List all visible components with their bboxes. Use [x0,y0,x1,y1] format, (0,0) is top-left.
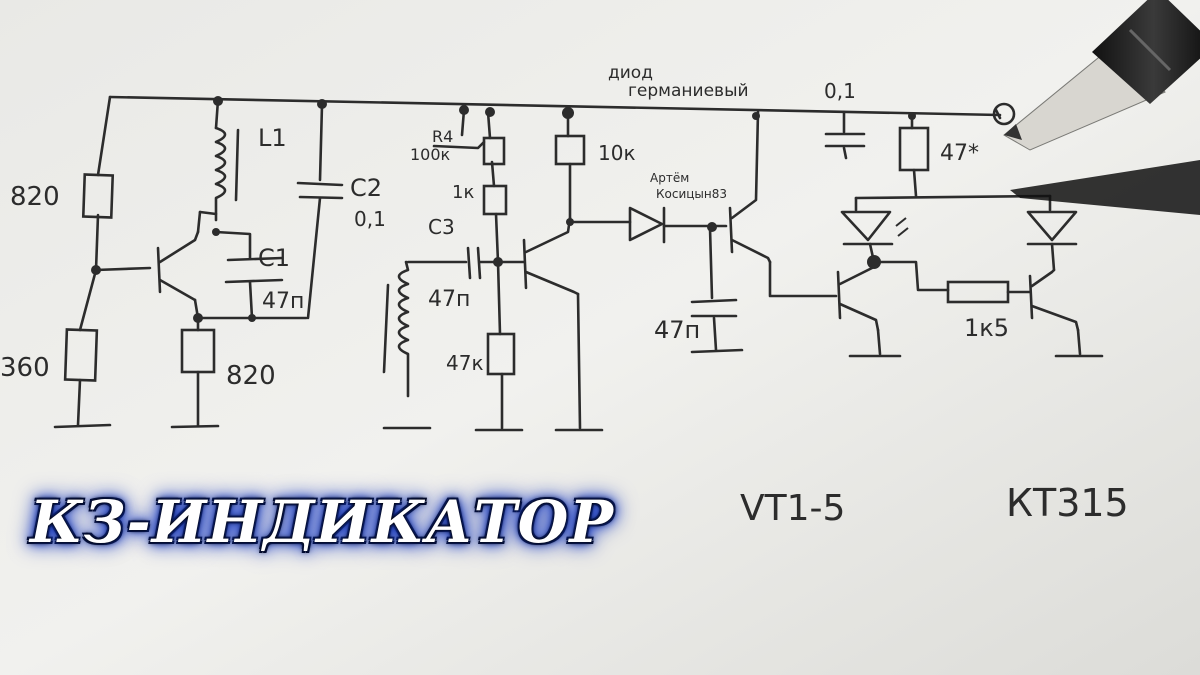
junctions [91,96,916,323]
label-c1-value: 47п [262,289,304,314]
label-transistors: VT1-5 [740,488,845,529]
pen-icon [1003,0,1200,151]
label-47-star: 47* [940,141,979,166]
resistor-820-emitter [180,328,216,374]
label-c1: C1 [258,244,290,272]
resistor-47-star [898,126,930,172]
label-c3: C3 [428,215,455,239]
label-transistor-type: КТ315 [1006,481,1129,525]
label-c2-value: 0,1 [354,207,386,231]
label-c-top-value: 0,1 [824,79,856,103]
resistors [63,126,1010,382]
resistor-820-left [81,173,115,219]
label-1k5: 1к5 [964,314,1009,342]
schematic-labels: 820 360 L1 C2 0,1 C1 47п 820 R4 100к 1к … [0,63,1129,529]
resistor-47k [486,332,516,376]
label-l1: L1 [258,124,287,152]
led-arrows [895,217,909,237]
label-10k: 10к [598,141,636,165]
wires [53,95,1104,432]
label-diode-note-2: германиевый [628,81,749,101]
label-820-emitter: 820 [226,361,276,391]
label-diode-note-1: диод [608,63,653,83]
label-47p: 47п [654,316,700,344]
label-360: 360 [0,353,50,383]
resistor-1k [482,184,508,216]
pen-shadow [1010,160,1200,215]
label-r4: R4 [432,127,453,146]
label-c2: C2 [350,174,382,202]
resistor-10k [554,134,586,166]
resistor-r4 [482,136,506,166]
video-caption: КЗ-ИНДИКАТОР [30,488,614,556]
label-author-1: Артём [650,171,689,185]
output-terminal [992,102,1016,126]
label-r4-value: 100к [410,145,451,164]
label-820-left: 820 [10,182,60,212]
resistor-360 [63,328,99,382]
label-c3-value: 47п [428,287,470,312]
label-1k: 1к [452,182,474,203]
label-author-2: Косицын83 [656,187,727,201]
label-47k: 47к [446,351,484,375]
resistor-1k5 [946,280,1010,304]
